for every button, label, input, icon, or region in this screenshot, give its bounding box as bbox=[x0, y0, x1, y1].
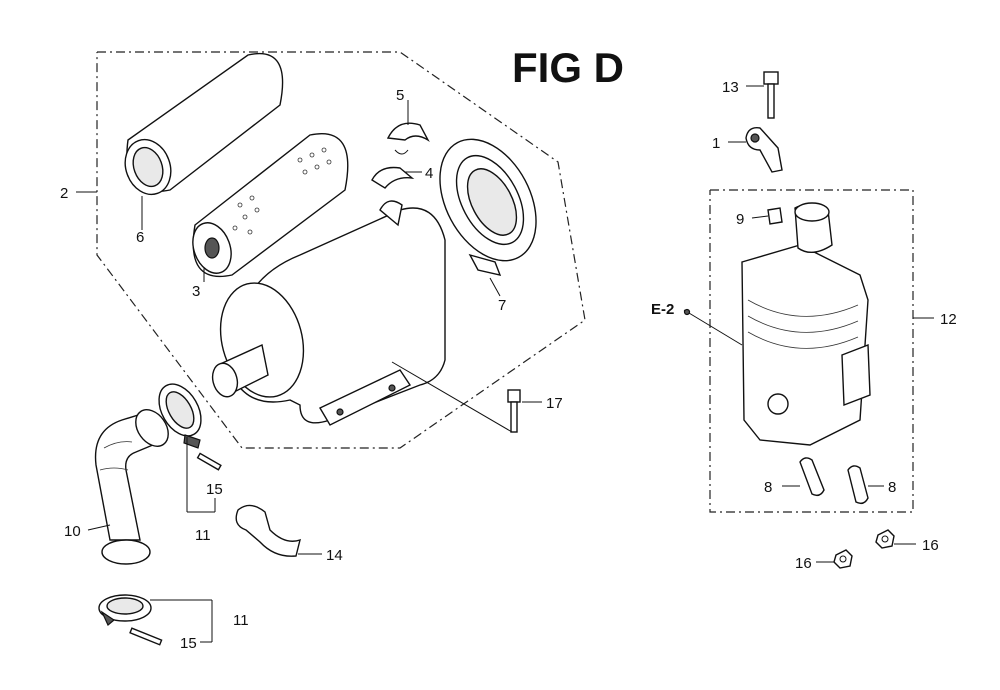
bracket-1 bbox=[745, 127, 783, 173]
callout-16-left: 16 bbox=[795, 555, 812, 572]
nut-16a bbox=[833, 549, 853, 569]
stay-bracket bbox=[235, 504, 301, 557]
air-chamber-group-boundary bbox=[709, 189, 914, 513]
leader-lines bbox=[76, 85, 934, 643]
figure-title: FIG D bbox=[512, 44, 624, 91]
hose-clamp-lower bbox=[98, 594, 152, 626]
callout-17: 17 bbox=[546, 395, 563, 412]
callout-5: 5 bbox=[396, 87, 404, 104]
air-cleaner-case bbox=[211, 200, 446, 426]
callout-10: 10 bbox=[64, 523, 81, 540]
callout-9: 9 bbox=[736, 211, 744, 228]
callout-13: 13 bbox=[722, 79, 739, 96]
cap-9 bbox=[767, 207, 783, 225]
callout-labels: 2 6 3 5 4 7 17 15 11 10 14 11 15 13 1 9 … bbox=[60, 79, 957, 652]
clip-5 bbox=[386, 122, 430, 155]
callout-8-left: 8 bbox=[764, 479, 772, 496]
cleaner-cover bbox=[439, 138, 537, 276]
intake-elbow-tube bbox=[94, 409, 169, 565]
callout-2: 2 bbox=[60, 185, 68, 202]
callout-ref-e2: E-2 bbox=[651, 301, 674, 318]
air-chamber bbox=[741, 202, 871, 446]
outer-filter-element bbox=[124, 53, 284, 196]
clamp-screw-lower bbox=[129, 627, 163, 646]
nut-16b bbox=[875, 529, 895, 549]
callout-16-right: 16 bbox=[922, 537, 939, 554]
callout-6: 6 bbox=[136, 229, 144, 246]
pipe-8a bbox=[799, 457, 825, 497]
callout-11-upper: 11 bbox=[195, 527, 211, 544]
leader-case-to-bolt bbox=[391, 361, 513, 433]
hose-clamp-upper bbox=[158, 383, 202, 449]
callout-1: 1 bbox=[712, 135, 720, 152]
callout-11-lower: 11 bbox=[233, 612, 249, 629]
callout-12: 12 bbox=[940, 311, 957, 328]
callout-7: 7 bbox=[498, 297, 506, 314]
inner-filter-element bbox=[192, 133, 349, 277]
air-cleaner-group-boundary bbox=[96, 51, 586, 449]
bolt-13 bbox=[763, 71, 779, 119]
callout-4: 4 bbox=[425, 165, 433, 182]
holder-4 bbox=[371, 166, 415, 189]
callout-15-lower: 15 bbox=[180, 635, 197, 652]
callout-14: 14 bbox=[326, 547, 343, 564]
clamp-screw-upper bbox=[196, 452, 222, 471]
pipe-8b bbox=[847, 465, 869, 505]
bolt-17 bbox=[507, 389, 521, 433]
callout-3: 3 bbox=[192, 283, 200, 300]
callout-15-upper: 15 bbox=[206, 481, 223, 498]
callout-8-right: 8 bbox=[888, 479, 896, 496]
